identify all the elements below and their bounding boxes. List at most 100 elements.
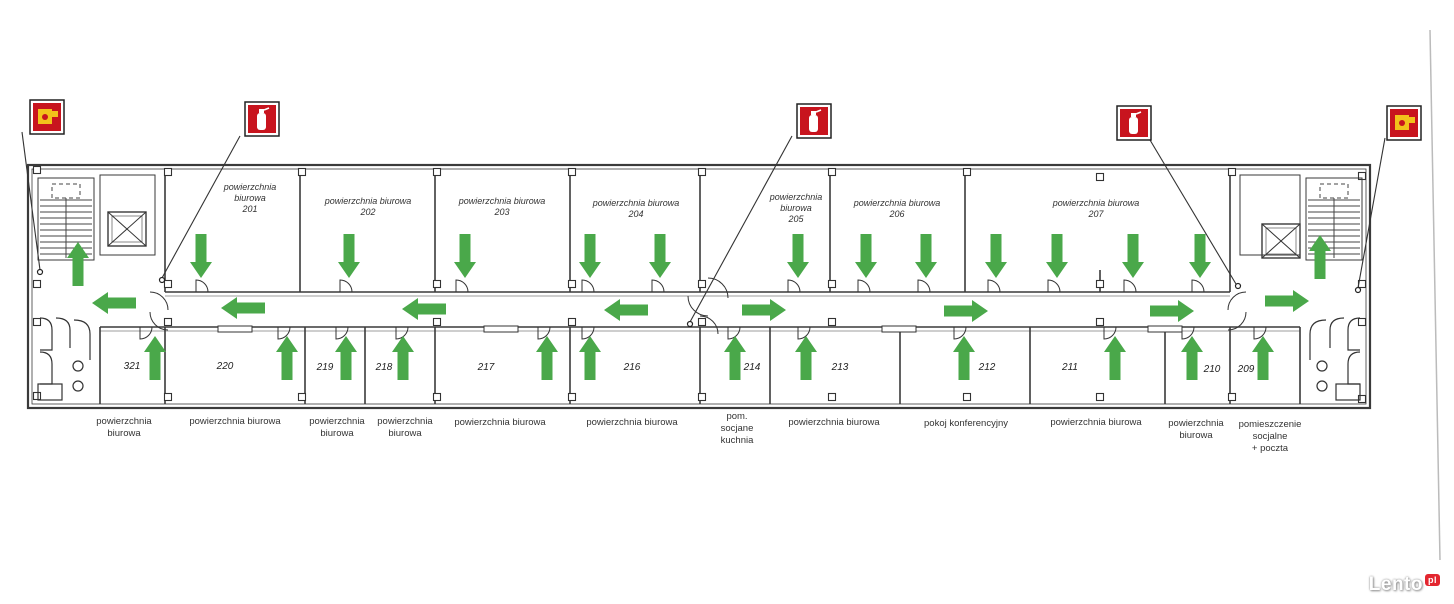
fire-hydrant-sign-icon (29, 99, 65, 135)
exit-arrow-icon (1309, 235, 1331, 279)
toilets-right (1309, 317, 1361, 401)
column-marker (567, 279, 577, 289)
exit-arrow-icon (221, 297, 265, 319)
room-description: powierzchnia biurowa (1050, 417, 1142, 428)
door-swing (277, 326, 291, 340)
exit-arrow-icon (1181, 336, 1203, 380)
door-swing (335, 326, 349, 340)
column-marker (297, 392, 307, 402)
door-swing (1123, 279, 1137, 293)
fire-extinguisher-sign-icon (244, 101, 280, 137)
room-number: 321 (124, 361, 141, 372)
room-number: 219 (316, 362, 334, 373)
column-marker (432, 279, 442, 289)
exit-arrow-icon (276, 336, 298, 380)
exit-arrow-icon (1104, 336, 1126, 380)
column-marker (1357, 317, 1367, 327)
fire-extinguisher-sign-icon (1116, 105, 1152, 141)
door-swing (537, 326, 551, 340)
exit-arrow-icon (915, 234, 937, 278)
door-swing (651, 279, 665, 293)
exit-arrow-icon (1150, 300, 1194, 322)
room-number: 214 (743, 362, 761, 373)
door-swing (195, 279, 209, 293)
top-partitions (164, 169, 1231, 292)
column-marker (1227, 167, 1237, 177)
room-description: powierzchnia biurowa (189, 416, 281, 427)
door-swing (395, 326, 409, 340)
exit-arrow-icon (92, 292, 136, 314)
exit-arrow-icon (536, 336, 558, 380)
door-swing (1181, 326, 1195, 340)
room-number: 211 (1061, 362, 1078, 373)
exit-arrow-icon (649, 234, 671, 278)
room-number: 217 (477, 362, 495, 373)
door-swing (1047, 279, 1061, 293)
column-marker (697, 317, 707, 327)
column-marker (567, 317, 577, 327)
exit-arrow-icon (855, 234, 877, 278)
exit-arrow-icon (67, 242, 89, 286)
exit-arrow-icon (604, 299, 648, 321)
exit-arrow-icon (953, 336, 975, 380)
structural-columns (32, 165, 1367, 404)
room-number: 213 (831, 362, 849, 373)
exit-arrow-icon (1189, 234, 1211, 278)
door-swing (1191, 279, 1205, 293)
column-marker (697, 167, 707, 177)
column-marker (962, 392, 972, 402)
door-swing (139, 326, 153, 340)
column-marker (1095, 317, 1105, 327)
staircase-left (37, 177, 95, 261)
door-swing (857, 279, 871, 293)
exit-arrow-icon (1046, 234, 1068, 278)
door-swing (987, 279, 1001, 293)
exit-arrow-icon (1122, 234, 1144, 278)
room-number: 218 (375, 362, 393, 373)
fire-extinguisher-sign-icon (796, 103, 832, 139)
column-marker (32, 391, 42, 401)
column-marker (163, 392, 173, 402)
door-swing (581, 279, 595, 293)
door-swing (339, 279, 353, 293)
safety-signs (29, 99, 1422, 141)
toilets-left (37, 317, 91, 401)
room-number: 210 (1203, 364, 1221, 375)
room-number: 216 (623, 362, 641, 373)
column-marker (163, 167, 173, 177)
room-number: 209 (1237, 364, 1255, 375)
door-swing (1253, 326, 1267, 340)
exit-arrow-icon (742, 299, 786, 321)
exit-arrow-icon (335, 336, 357, 380)
exit-arrow-icon (1265, 290, 1309, 312)
column-marker (567, 167, 577, 177)
room-description: powierzchnia biurowa (586, 417, 678, 428)
exit-arrow-icon (579, 336, 601, 380)
watermark-badge: pl (1425, 574, 1440, 586)
room-description: powierzchnia biurowa (454, 417, 546, 428)
sign-leader-lines (21, 29, 1441, 561)
fire-hydrant-sign-icon (1386, 105, 1422, 141)
column-marker (432, 392, 442, 402)
exit-arrow-icon (392, 336, 414, 380)
door-swing (787, 279, 801, 293)
watermark-text: Lento (1368, 574, 1423, 595)
column-marker (827, 279, 837, 289)
column-marker (163, 317, 173, 327)
